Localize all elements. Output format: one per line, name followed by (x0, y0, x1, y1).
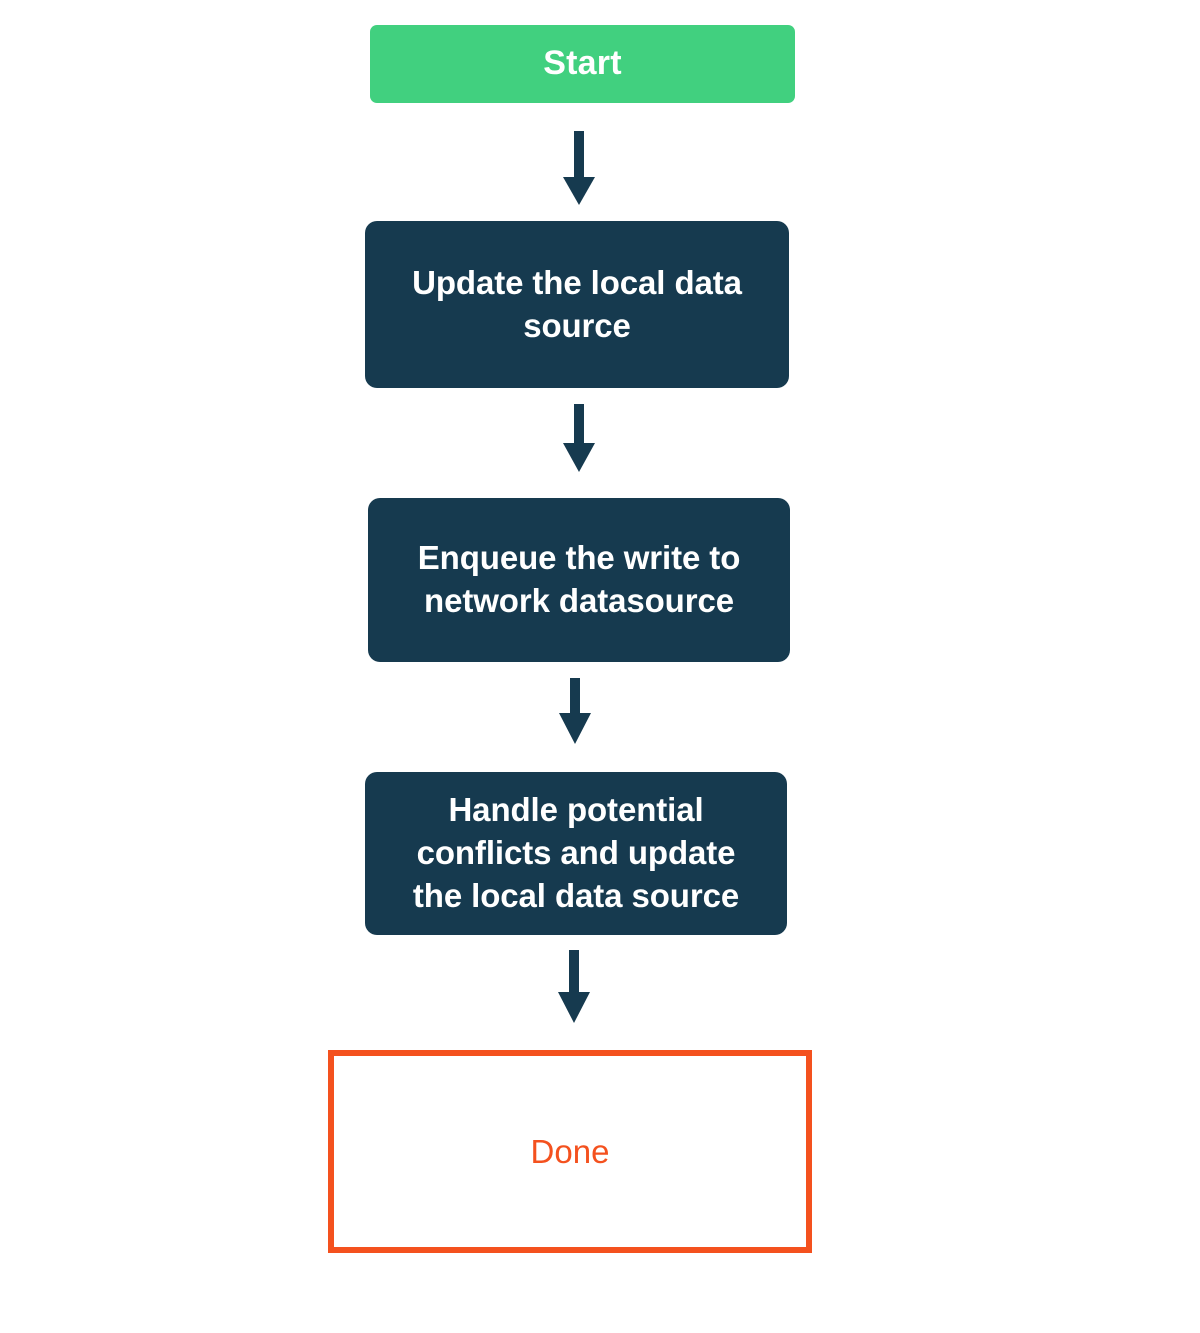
flow-node-update-local-label: Update the local data source (412, 263, 742, 344)
arrow-stem-icon (569, 950, 579, 995)
arrow-head-icon (558, 992, 590, 1023)
flow-node-start-label: Start (543, 44, 622, 83)
arrow-head-icon (559, 713, 591, 744)
flow-node-enqueue-write-label: Enqueue the write to network datasource (417, 539, 741, 619)
flow-node-handle-conflicts-label: Handle potential conflicts and update th… (412, 791, 740, 914)
arrow-stem-icon (570, 678, 580, 716)
flow-node-handle-conflicts[interactable]: Handle potential conflicts and update th… (365, 772, 787, 935)
arrow-head-icon (563, 177, 595, 205)
arrow-head-icon (563, 443, 595, 472)
flow-node-done[interactable]: Done (328, 1050, 812, 1253)
arrow-stem-icon (574, 404, 584, 446)
flow-node-enqueue-write[interactable]: Enqueue the write to network datasource (368, 498, 790, 662)
flow-node-done-label: Done (530, 1132, 610, 1170)
arrow-stem-icon (574, 131, 584, 180)
flow-node-start[interactable]: Start (370, 25, 795, 103)
flow-node-update-local[interactable]: Update the local data source (365, 221, 789, 388)
